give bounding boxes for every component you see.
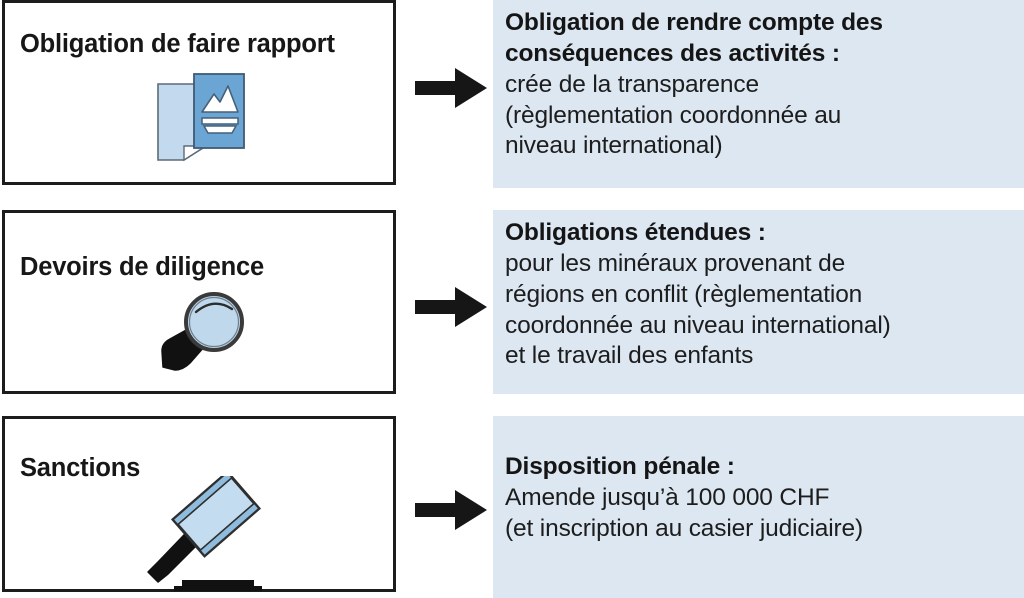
panel-heading: Obligations étendues : [505,219,766,246]
panel-heading: Obligation de rendre compte des conséque… [505,9,883,67]
panel-body-line: régions en conflit (règlementation [505,280,863,308]
description-panel-reporting: Obligation de rendre compte des conséque… [493,0,1024,188]
diagram-row: Devoirs de diligence Obligations étendue… [0,210,1024,394]
diagram-row: Obligation de faire rapport Obliga [0,0,1024,188]
panel-body: pour les minéraux provenant de régions e… [505,249,1010,372]
category-title: Devoirs de diligence [20,253,265,281]
panel-body-line: crée de la transparence [505,70,759,98]
panel-body: Amende jusqu’à 100 000 CHF (et inscripti… [505,483,1010,545]
arrow-right-icon [415,66,487,110]
arrow-right-icon [415,285,487,329]
panel-body-line: pour les minéraux provenant de [505,249,846,277]
panel-body-line: Amende jusqu’à 100 000 CHF [505,483,830,511]
category-title: Sanctions [20,454,141,482]
document-report-icon [150,68,250,173]
magnifying-glass-icon [150,285,260,385]
panel-heading: Disposition pénale : [505,453,735,480]
panel-body-line: niveau international) [505,132,723,160]
description-panel-sanctions: Disposition pénale : Amende jusqu’à 100 … [493,416,1024,598]
panel-body-line: (règlementation coordonnée au [505,101,842,129]
panel-body-line: coordonnée au niveau international) [505,311,891,339]
panel-body-line: (et inscription au casier judiciaire) [505,514,864,542]
gavel-icon [130,470,270,596]
arrow-right-icon [415,488,487,532]
diagram-row: Sanctions Disposition pénale [0,416,1024,598]
category-box-reporting: Obligation de faire rapport [2,0,396,185]
panel-body: crée de la transparence (règlementation … [505,70,1010,163]
panel-body-line: et le travail des enfants [505,342,754,370]
description-panel-due-diligence: Obligations étendues : pour les minéraux… [493,210,1024,394]
category-title: Obligation de faire rapport [20,30,335,58]
